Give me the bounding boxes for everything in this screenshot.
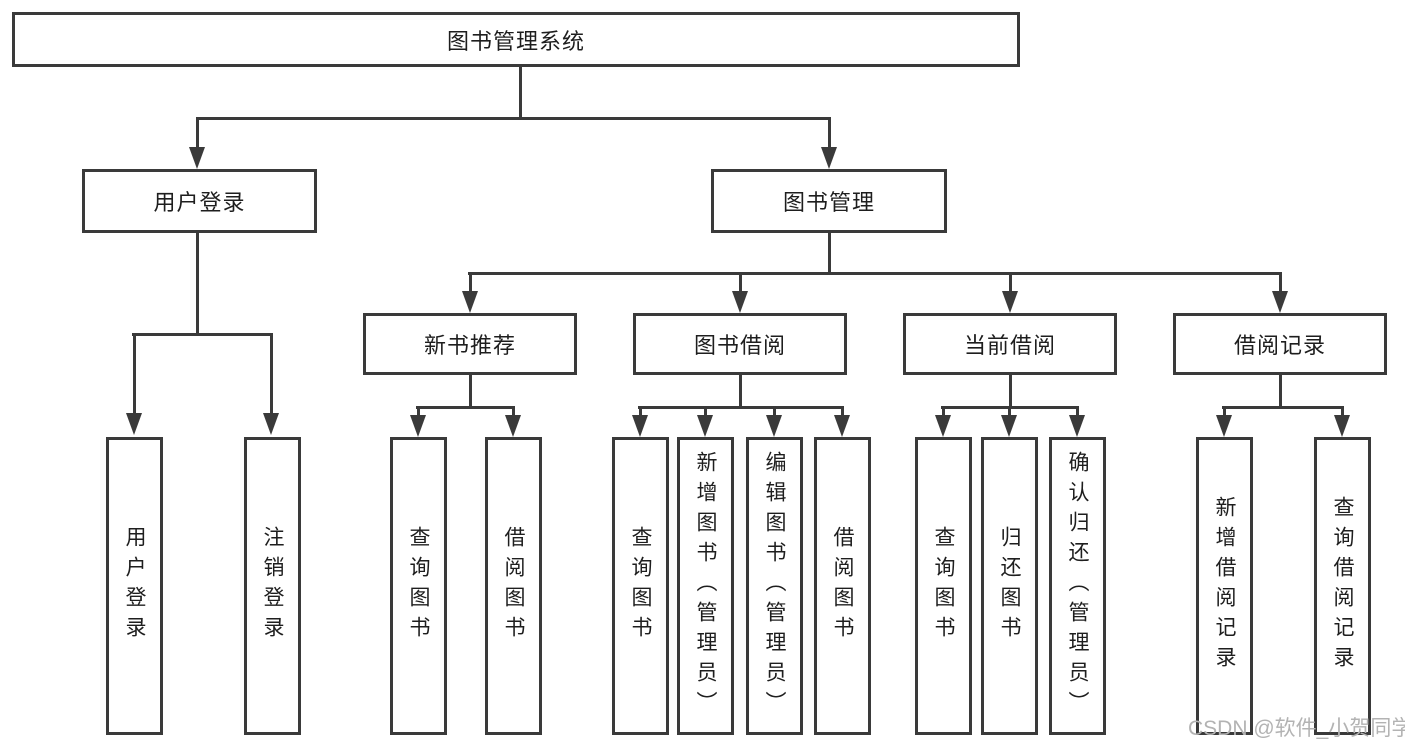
node-root: 图书管理系统 bbox=[12, 12, 1020, 67]
arrowhead-down-icon bbox=[821, 147, 837, 169]
leaf-label: 编辑图书（管理员） bbox=[763, 451, 786, 721]
leaf-query-books-current: 查询图书 bbox=[915, 437, 972, 735]
connector-line bbox=[704, 406, 707, 416]
leaf-label: 归还图书 bbox=[998, 526, 1021, 646]
connector-line bbox=[828, 117, 831, 148]
node-user-login: 用户登录 bbox=[82, 169, 317, 233]
connector-line bbox=[1008, 406, 1011, 416]
arrowhead-down-icon bbox=[732, 291, 748, 313]
connector-line bbox=[270, 333, 273, 414]
connector-line bbox=[1009, 375, 1012, 409]
connector-line bbox=[133, 333, 136, 414]
connector-line bbox=[132, 333, 273, 336]
leaf-edit-books-admin: 编辑图书（管理员） bbox=[746, 437, 803, 735]
arrowhead-down-icon bbox=[1001, 415, 1017, 437]
leaf-label: 新增图书（管理员） bbox=[694, 451, 717, 721]
connector-line bbox=[1341, 406, 1344, 416]
connector-line bbox=[1279, 375, 1282, 409]
arrowhead-down-icon bbox=[935, 415, 951, 437]
connector-line bbox=[638, 406, 844, 409]
leaf-query-books-borrow: 查询图书 bbox=[612, 437, 669, 735]
connector-line bbox=[828, 233, 831, 274]
arrowhead-down-icon bbox=[1334, 415, 1350, 437]
arrowhead-down-icon bbox=[697, 415, 713, 437]
node-book-management: 图书管理 bbox=[711, 169, 947, 233]
connector-line bbox=[739, 375, 742, 409]
connector-line bbox=[196, 117, 199, 148]
connector-line bbox=[416, 406, 515, 409]
leaf-label: 借阅图书 bbox=[502, 526, 525, 646]
arrowhead-down-icon bbox=[462, 291, 478, 313]
connector-line bbox=[468, 272, 1282, 275]
node-new-book-recommend: 新书推荐 bbox=[363, 313, 577, 375]
leaf-label: 查询图书 bbox=[629, 526, 652, 646]
leaf-confirm-return-admin: 确认归还（管理员） bbox=[1049, 437, 1106, 735]
leaf-label: 用户登录 bbox=[123, 526, 146, 646]
leaf-add-borrow-record: 新增借阅记录 bbox=[1196, 437, 1253, 735]
connector-line bbox=[469, 375, 472, 409]
connector-line bbox=[417, 406, 420, 416]
arrowhead-down-icon bbox=[189, 147, 205, 169]
arrowhead-down-icon bbox=[505, 415, 521, 437]
leaf-label: 查询图书 bbox=[932, 526, 955, 646]
connector-line bbox=[1222, 406, 1344, 409]
connector-line bbox=[1279, 272, 1282, 292]
leaf-label: 注销登录 bbox=[261, 526, 284, 646]
node-borrow-records: 借阅记录 bbox=[1173, 313, 1387, 375]
connector-line bbox=[519, 67, 522, 119]
leaf-query-borrow-record: 查询借阅记录 bbox=[1314, 437, 1371, 735]
leaf-query-books-recommend: 查询图书 bbox=[390, 437, 447, 735]
connector-line bbox=[1223, 406, 1226, 416]
connector-line bbox=[639, 406, 642, 416]
leaf-add-books-admin: 新增图书（管理员） bbox=[677, 437, 734, 735]
connector-line bbox=[469, 272, 472, 292]
leaf-label: 新增借阅记录 bbox=[1213, 496, 1236, 676]
arrowhead-down-icon bbox=[263, 413, 279, 435]
leaf-user-login: 用户登录 bbox=[106, 437, 163, 735]
leaf-label: 借阅图书 bbox=[831, 526, 854, 646]
node-book-borrow: 图书借阅 bbox=[633, 313, 847, 375]
leaf-borrow-books: 借阅图书 bbox=[814, 437, 871, 735]
arrowhead-down-icon bbox=[632, 415, 648, 437]
connector-line bbox=[841, 406, 844, 416]
node-current-borrow: 当前借阅 bbox=[903, 313, 1117, 375]
arrowhead-down-icon bbox=[1272, 291, 1288, 313]
arrowhead-down-icon bbox=[834, 415, 850, 437]
connector-line bbox=[512, 406, 515, 416]
connector-line bbox=[1076, 406, 1079, 416]
leaf-label: 查询图书 bbox=[407, 526, 430, 646]
arrowhead-down-icon bbox=[126, 413, 142, 435]
connector-line bbox=[1009, 272, 1012, 292]
arrowhead-down-icon bbox=[766, 415, 782, 437]
watermark: CSDN @软件_小贺同学 bbox=[1188, 717, 1405, 740]
leaf-label: 查询借阅记录 bbox=[1331, 496, 1354, 676]
connector-line bbox=[196, 117, 831, 120]
leaf-label: 确认归还（管理员） bbox=[1066, 451, 1089, 721]
connector-line bbox=[773, 406, 776, 416]
connector-line bbox=[942, 406, 945, 416]
arrowhead-down-icon bbox=[410, 415, 426, 437]
leaf-logout: 注销登录 bbox=[244, 437, 301, 735]
leaf-borrow-books-recommend: 借阅图书 bbox=[485, 437, 542, 735]
arrowhead-down-icon bbox=[1216, 415, 1232, 437]
leaf-return-books: 归还图书 bbox=[981, 437, 1038, 735]
arrowhead-down-icon bbox=[1002, 291, 1018, 313]
connector-line bbox=[196, 233, 199, 335]
connector-line bbox=[739, 272, 742, 292]
arrowhead-down-icon bbox=[1069, 415, 1085, 437]
